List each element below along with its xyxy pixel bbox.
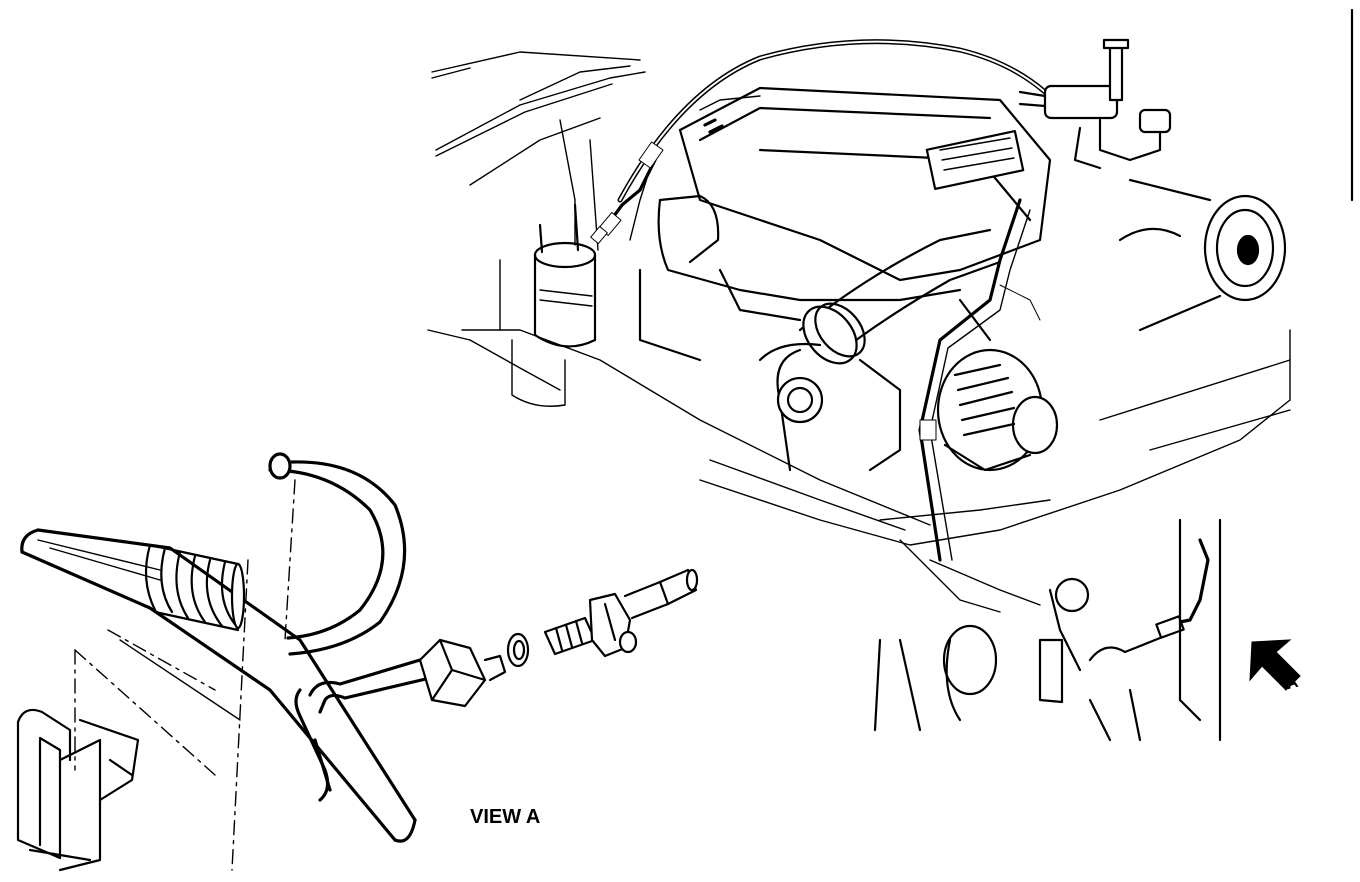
air-cleaner-box	[678, 86, 1052, 282]
detail-hose-u-bend	[268, 452, 407, 656]
compressor-pulley	[1118, 178, 1287, 332]
intake-duct	[758, 228, 1002, 472]
hose-ferrule	[144, 543, 246, 632]
view-a-label: VIEW A	[470, 806, 540, 828]
alignment-lines	[74, 479, 296, 871]
front-frame-rail	[699, 329, 1291, 613]
alternator	[936, 348, 1059, 472]
compressor-manifold	[1018, 38, 1172, 170]
view-a-detail: VIEW A	[16, 452, 699, 872]
o-ring-seal	[506, 632, 530, 668]
male-fitting-threads	[543, 568, 699, 658]
arrow-label: A	[1284, 674, 1300, 694]
ac-line-lower	[918, 198, 1041, 562]
accumulator-canister	[511, 203, 597, 407]
engine-block	[638, 194, 992, 472]
detail-line-to-fitting	[294, 658, 432, 802]
engine-compartment-illustration: A	[427, 8, 1354, 742]
hose-retaining-clip	[16, 708, 140, 872]
detail-hose-main	[20, 528, 417, 843]
lower-fitting-area	[873, 518, 1222, 742]
ac-hose-upper	[590, 39, 1048, 245]
fitting-nut	[418, 638, 507, 708]
view-a-direction-arrow: A	[1249, 639, 1301, 694]
